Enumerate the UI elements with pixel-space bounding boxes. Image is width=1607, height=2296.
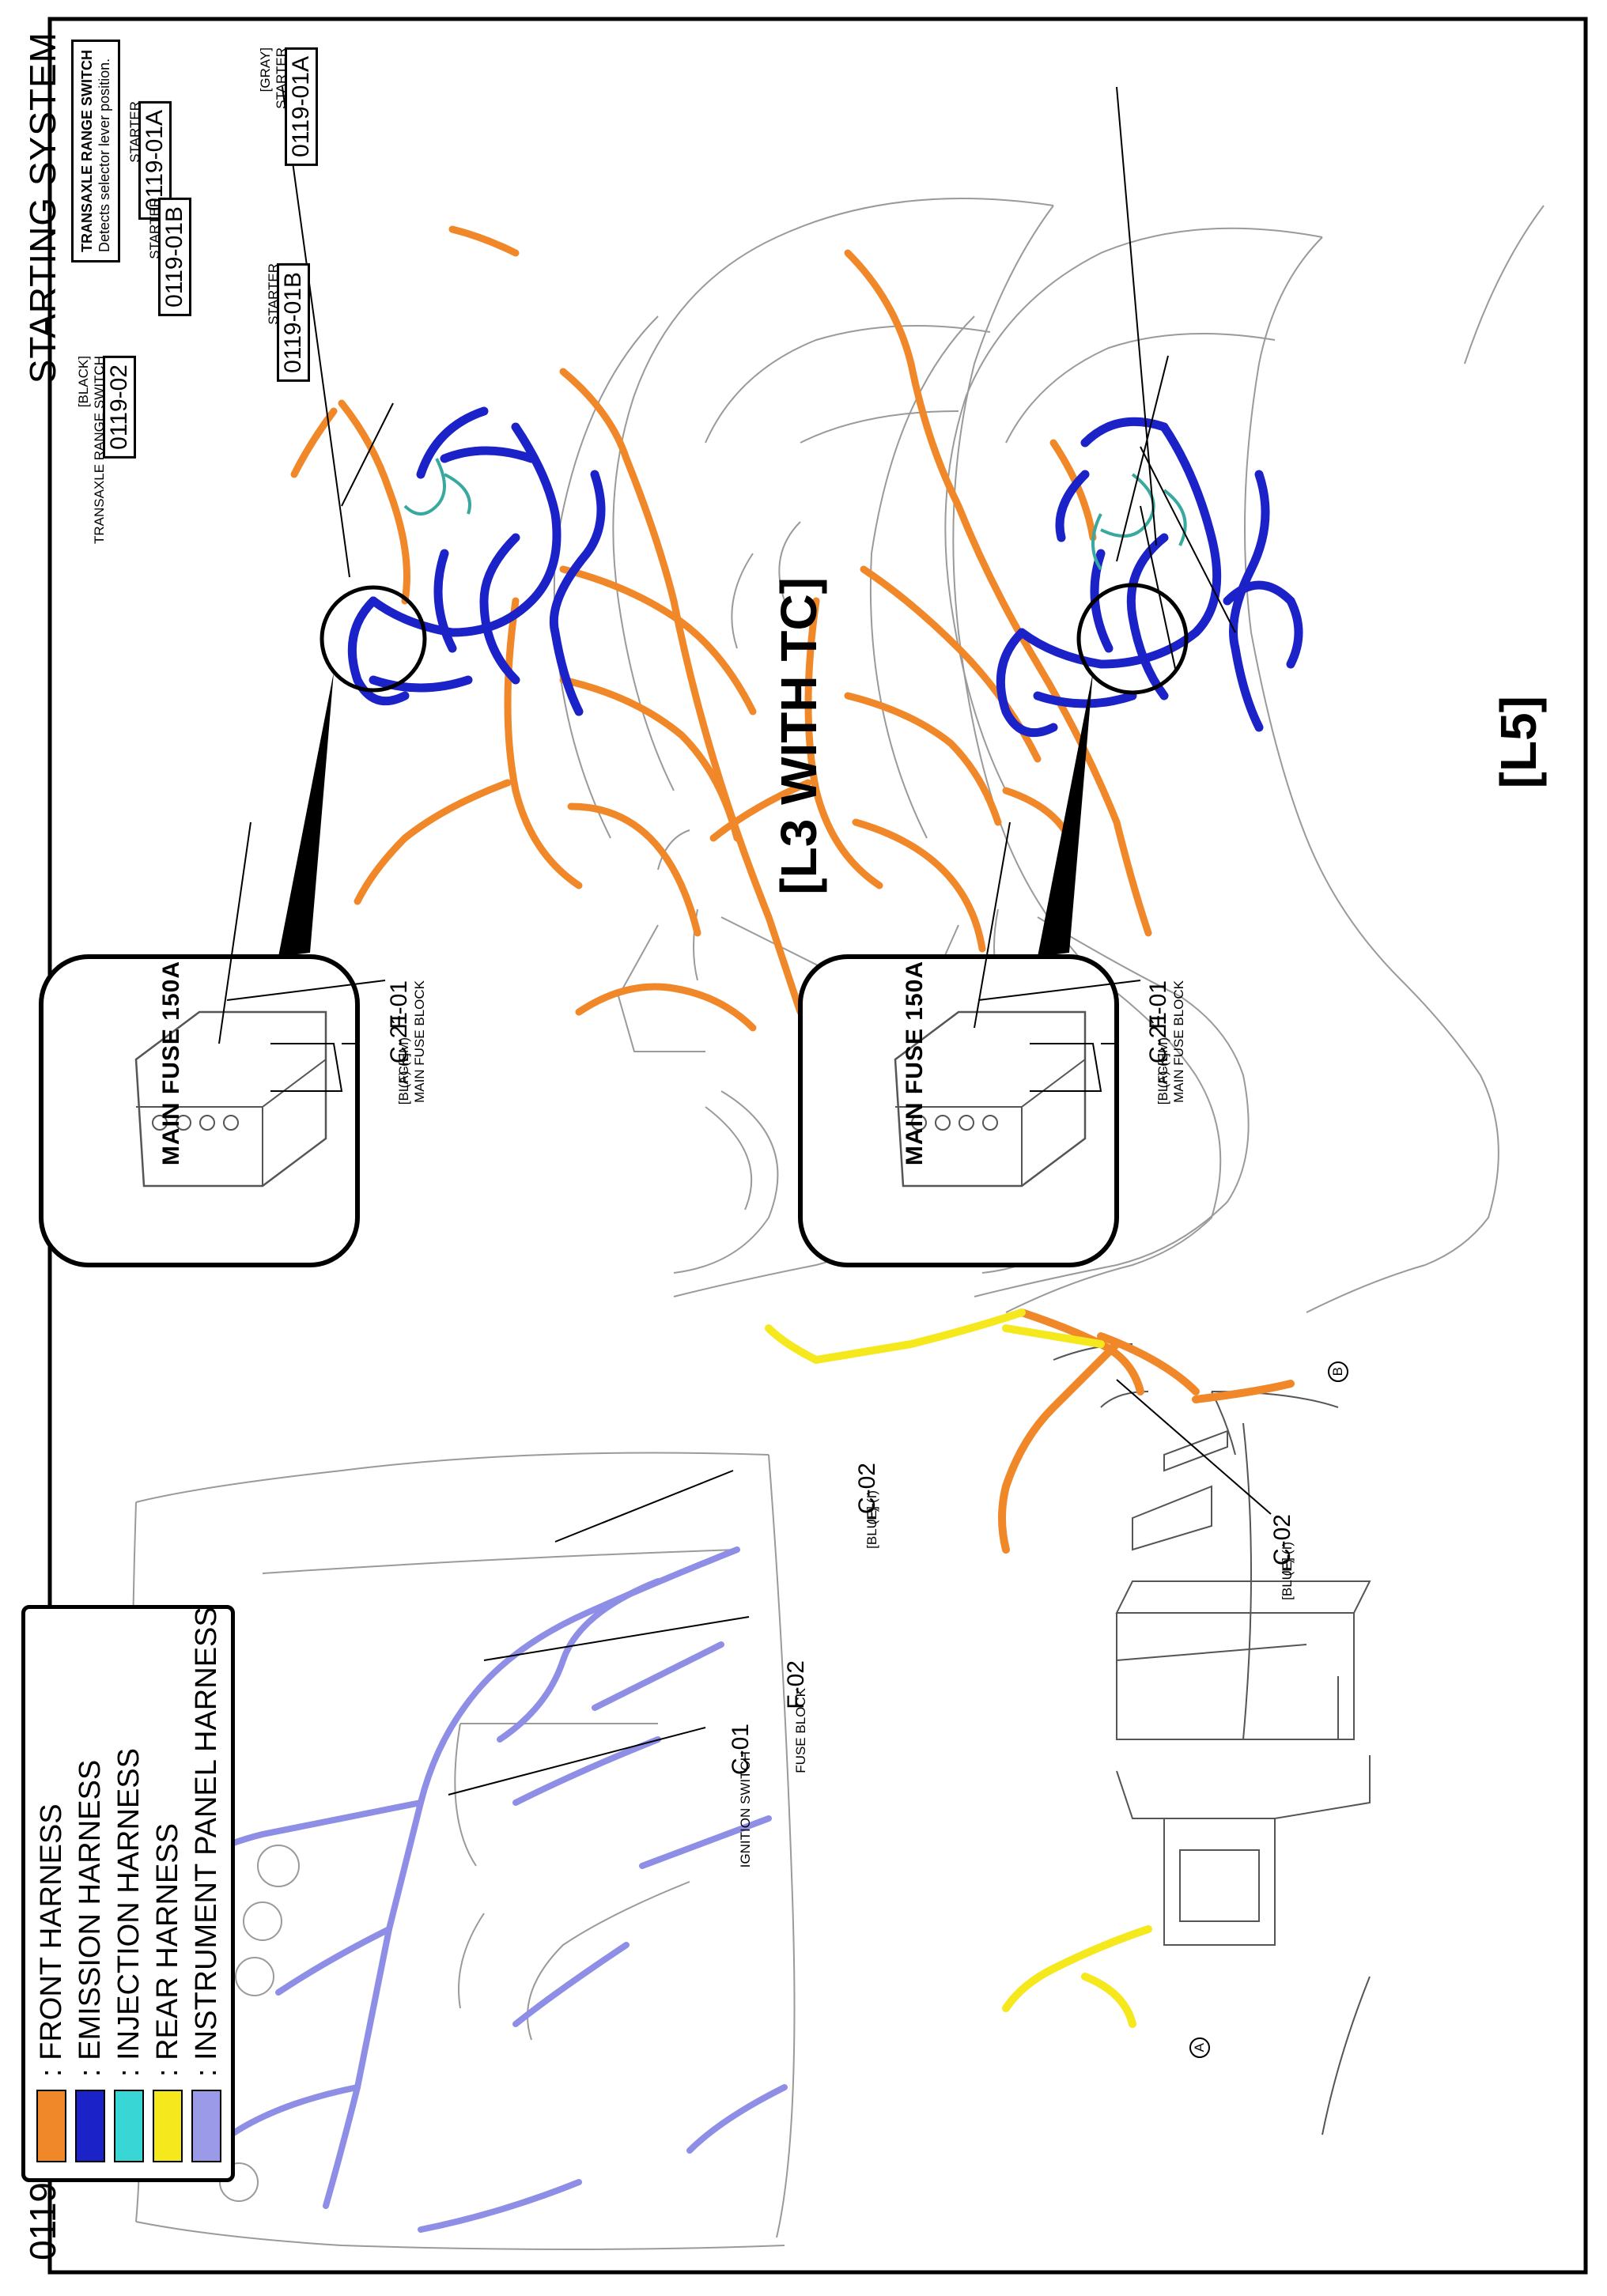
- legend-label: : INJECTION HARNESS: [112, 1748, 146, 2077]
- rear-c02-desc2: [BLUE]: [1280, 1558, 1295, 1600]
- top-fuse-inset: [39, 954, 360, 1267]
- starter-b-code-bottom: 0119-01B: [158, 198, 191, 316]
- transaxle-info-box: TRANSAXLE RANGE SWITCH Detects selector …: [71, 40, 120, 262]
- fuse-desc-top: MAIN FUSE BLOCK: [412, 980, 427, 1103]
- bottom-leader-lines: [974, 86, 1236, 1029]
- harness-legend: : FRONT HARNESS : EMISSION HARNESS : INJ…: [21, 1605, 235, 2182]
- trs-desc2-bottom: [BLACK]: [76, 356, 91, 408]
- starter-a-desc-top: STARTER: [127, 101, 142, 163]
- variant-l5: [L5]: [1490, 696, 1547, 789]
- starter-a-desc1-bottom: STARTER: [274, 47, 289, 109]
- starter-b-desc-bottom: STARTER: [147, 198, 162, 259]
- rear-front-harness: [998, 1308, 1295, 1554]
- page-title: STARTING SYSTEM: [22, 32, 63, 384]
- main-fuse-callout-bottom: MAIN FUSE 150A: [902, 961, 928, 1166]
- starter-a-code-bottom: 0119-01A: [285, 47, 318, 166]
- legend-swatch: [36, 2090, 66, 2162]
- info-box-text: Detects selector lever position.: [96, 58, 112, 252]
- legend-items: : FRONT HARNESS : EMISSION HARNESS : INJ…: [25, 1607, 231, 2178]
- starter-b-code-top: 0119-01B: [277, 263, 310, 382]
- bottom-zoom-circle: [1076, 583, 1189, 695]
- top-injection-harness: [403, 458, 471, 515]
- legend-swatch: [75, 2090, 105, 2162]
- rear-marker-a: A: [1192, 2043, 1207, 2052]
- legend-swatch: [153, 2090, 183, 2162]
- rear-marker-b: B: [1330, 1367, 1345, 1376]
- bottom-injection-harness: [1091, 473, 1187, 571]
- top-front-harness: [290, 225, 804, 1032]
- panel-leader-lines: [448, 1470, 750, 1796]
- instrument-panel-harness: [164, 1546, 788, 2233]
- top-zoom-circle: [320, 585, 427, 693]
- rear-leader-lines: [1116, 1361, 1348, 2058]
- legend-label: : EMISSION HARNESS: [74, 1759, 107, 2077]
- conn-desc2-bottom: [BLACK]: [1155, 1053, 1170, 1105]
- starter-b-desc-top: STARTER: [266, 263, 281, 325]
- fuse-desc-bottom: MAIN FUSE BLOCK: [1171, 980, 1186, 1103]
- legend-swatch: [114, 2090, 144, 2162]
- bottom-emission-harness: [996, 417, 1303, 738]
- legend-label: : REAR HARNESS: [151, 1823, 184, 2077]
- trs-desc1-bottom: TRANSAXLE RANGE SWITCH: [92, 356, 107, 545]
- conn-desc2-top: [BLACK]: [396, 1053, 411, 1105]
- bottom-zoom-wedge: [1038, 672, 1093, 957]
- top-zoom-wedge: [278, 672, 334, 957]
- rear-rear-harness: [765, 1308, 1152, 2028]
- bottom-engine-bay-view: [869, 205, 1545, 1313]
- page-number: 0119: [22, 2182, 63, 2260]
- panel-c01-desc: IGNITION SWITCH: [738, 1751, 753, 1868]
- info-box-title: TRANSAXLE RANGE SWITCH: [79, 50, 95, 252]
- bottom-fuse-inset: [798, 954, 1119, 1267]
- legend-label: : INSTRUMENT PANEL HARNESS: [190, 1607, 223, 2077]
- legend-label: : FRONT HARNESS: [35, 1803, 68, 2077]
- top-leader-lines: [218, 86, 394, 1044]
- top-emission-harness: [347, 406, 606, 716]
- variant-l3-with-tc: [L3 WITH TC]: [770, 577, 827, 895]
- panel-c02-desc2: [BLUE]: [864, 1506, 879, 1549]
- main-fuse-callout-top: MAIN FUSE 150A: [158, 961, 184, 1166]
- panel-f02-desc: FUSE BLOCK: [793, 1688, 808, 1773]
- legend-swatch: [191, 2090, 221, 2162]
- trs-code-bottom: 0119-02: [103, 356, 136, 459]
- starter-a-desc2-bottom: [GRAY]: [258, 47, 273, 93]
